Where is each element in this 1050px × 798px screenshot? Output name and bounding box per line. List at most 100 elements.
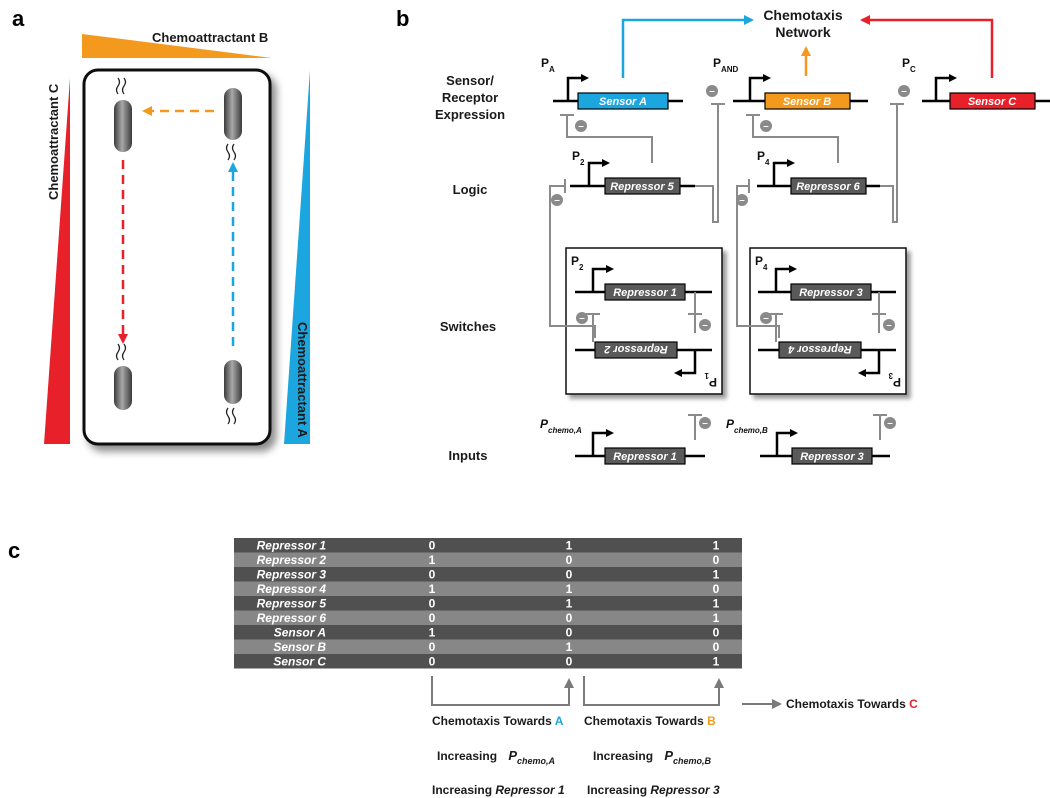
table-row [234, 596, 742, 611]
svg-text:–: – [702, 418, 708, 429]
gene-repressor-1: Repressor 1 [613, 287, 677, 299]
promoter-pchemo-b: P [726, 417, 735, 431]
svg-text:–: – [886, 320, 892, 331]
panel-letter-c: c [8, 538, 20, 563]
promoter-p1: P [709, 375, 717, 389]
chemoattractant-a-label: Chemoattractant A [295, 322, 310, 438]
gene-repressor-5: Repressor 5 [610, 181, 674, 193]
repressor-5-construct [570, 159, 695, 195]
gene-sensor-a: Sensor A [599, 96, 647, 108]
input-repressor-1-construct [575, 429, 705, 465]
gene-sensor-b: Sensor B [783, 96, 831, 108]
bracket-arrow-a-to-b [431, 676, 574, 706]
table-row [234, 538, 742, 553]
promoter-pc: P [902, 56, 910, 70]
row-label-logic: Logic [453, 182, 488, 197]
promoter-pa: P [541, 56, 549, 70]
promoter-p4-logic: P [757, 149, 765, 163]
table-row [234, 654, 742, 669]
table-cell: 0 [566, 655, 573, 669]
sensor-c-construct [922, 74, 1050, 110]
bacterium-top-left [114, 77, 132, 152]
sensor-a-construct [553, 74, 683, 110]
repression-connectors [549, 103, 904, 440]
promoter-p2-logic: P [572, 149, 580, 163]
caption-increasing-pchemo-a: Increasing Pchemo,A [437, 748, 555, 766]
svg-text:–: – [763, 121, 769, 132]
svg-text:–: – [709, 86, 715, 97]
row-label-sensor-2: Receptor [442, 90, 498, 105]
promoter-p4-logic-sub: 4 [765, 158, 770, 167]
svg-text:–: – [887, 418, 893, 429]
repressor-3-switch-construct [758, 265, 896, 301]
table-row [234, 610, 742, 625]
svg-text:–: – [579, 313, 585, 324]
promoter-p2-switch-sub: 2 [579, 263, 584, 272]
table-cell: 0 [429, 539, 436, 553]
promoter-pchemo-b-sub: chemo,B [734, 426, 768, 435]
gene-repressor-3: Repressor 3 [799, 287, 863, 299]
caption-towards-c: Chemotaxis Towards C [786, 697, 918, 711]
svg-text:–: – [901, 86, 907, 97]
svg-text:–: – [763, 313, 769, 324]
promoter-pand-sub: AND [721, 65, 739, 74]
input-repressor-3-construct [760, 429, 890, 465]
repressor-4-switch-construct [758, 341, 896, 377]
table-row-label: Repressor 2 [257, 553, 327, 567]
table-cell: 1 [713, 597, 720, 611]
caption-increasing-pchemo-b: Increasing Pchemo,B [593, 748, 712, 766]
row-label-switches: Switches [440, 319, 496, 334]
table-row-label: Repressor 1 [257, 539, 327, 553]
table-cell: 0 [566, 553, 573, 567]
table-cell: 1 [713, 655, 720, 669]
panel-letter-a: a [12, 6, 25, 31]
table-cell: 0 [429, 568, 436, 582]
table-cell: 0 [429, 640, 436, 654]
minus-circles [551, 85, 910, 429]
table-row-label: Sensor A [274, 626, 326, 640]
bacterium-bottom-left [114, 343, 132, 410]
table-row-label: Sensor C [273, 655, 326, 669]
minus-signs: – – – – – – – – – – – – [554, 86, 907, 429]
table-row [234, 639, 742, 654]
promoter-p4-switch: P [755, 254, 763, 268]
table-row [234, 581, 742, 596]
table-cell: 1 [713, 568, 720, 582]
chemoattractant-c-label: Chemoattractant C [46, 83, 61, 200]
table-cell: 1 [713, 539, 720, 553]
table-cell: 0 [566, 626, 573, 640]
sensor-a-output-arrow [621, 15, 754, 78]
network-title-line1: Chemotaxis [763, 7, 843, 23]
repressor-6-construct [757, 159, 880, 195]
bacterium-top-right [224, 88, 242, 161]
table-cell: 1 [566, 597, 573, 611]
promoter-pc-sub: C [910, 65, 916, 74]
gene-sensor-c: Sensor C [968, 96, 1017, 108]
sensor-c-output-arrow [860, 15, 994, 78]
network-title-line2: Network [775, 24, 830, 40]
switch-box-1 [565, 247, 723, 395]
promoter-p1-sub: 1 [704, 371, 709, 380]
caption-towards-b: Chemotaxis Towards B [584, 714, 716, 728]
table-cell: 0 [429, 655, 436, 669]
bacterium-bottom-right [224, 360, 242, 425]
promoter-pa-sub: A [549, 65, 555, 74]
table-cell: 1 [429, 553, 436, 567]
svg-text:–: – [554, 195, 560, 206]
table-cell: 0 [429, 597, 436, 611]
table-cell: 0 [713, 626, 720, 640]
gradient-wedge-c [44, 78, 70, 444]
table-cell: 0 [429, 611, 436, 625]
table-row [234, 625, 742, 640]
caption-increasing-repressor-1: Increasing Repressor 1 [432, 783, 565, 797]
promoter-p4-switch-sub: 4 [763, 263, 768, 272]
table-row-label: Repressor 5 [257, 597, 327, 611]
promoter-p3: P [893, 375, 901, 389]
table-row-label: Sensor B [273, 640, 326, 654]
gene-input-repressor-3: Repressor 3 [800, 451, 864, 463]
table-cell: 1 [429, 626, 436, 640]
table-row [234, 552, 742, 567]
promoter-pchemo-a-sub: chemo,A [548, 426, 582, 435]
